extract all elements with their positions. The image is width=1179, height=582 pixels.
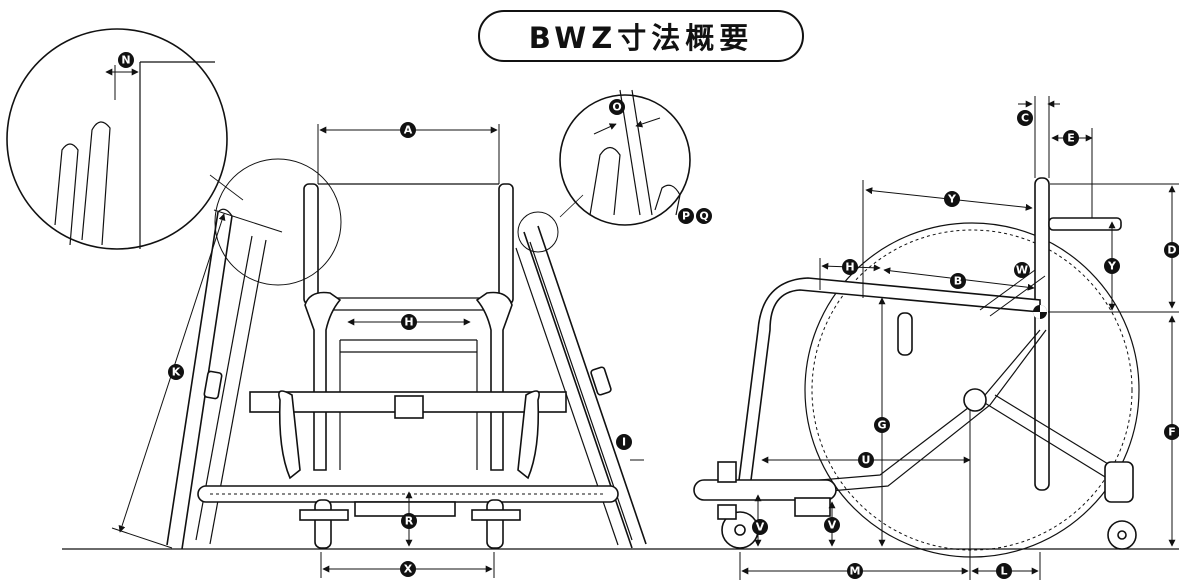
label-y-right: Y — [1104, 258, 1120, 274]
label-n: N — [118, 52, 134, 68]
svg-text:A: A — [404, 124, 413, 137]
svg-text:F: F — [1168, 426, 1176, 439]
front-seat-frame — [249, 291, 567, 480]
label-u: U — [858, 452, 874, 468]
label-d: D — [1164, 242, 1179, 258]
svg-text:L: L — [1000, 565, 1007, 578]
front-view — [166, 183, 647, 550]
svg-text:R: R — [405, 515, 414, 528]
svg-text:U: U — [862, 454, 871, 467]
svg-text:V: V — [756, 521, 765, 534]
svg-text:M: M — [850, 565, 861, 578]
label-r: R — [401, 513, 417, 529]
svg-text:P: P — [682, 210, 690, 223]
label-c: C — [1017, 110, 1033, 126]
label-e: E — [1063, 130, 1079, 146]
svg-text:N: N — [121, 54, 130, 67]
label-l: L — [996, 563, 1012, 579]
svg-text:C: C — [1021, 112, 1029, 125]
dimension-label-badges: A B C D E F G H H I K L M N O P Q R U V … — [118, 52, 1179, 579]
label-a: A — [400, 122, 416, 138]
label-o: O — [609, 99, 625, 115]
label-x: X — [400, 561, 416, 577]
svg-text:G: G — [877, 419, 886, 432]
label-p: P — [678, 208, 694, 224]
front-detail-circle-right — [517, 211, 559, 253]
svg-text:D: D — [1167, 244, 1176, 257]
label-m: M — [847, 563, 863, 579]
detail-circle-o — [559, 89, 691, 226]
svg-text:B: B — [954, 275, 962, 288]
side-main-wheel — [804, 222, 1140, 558]
title-badge: BWZ寸法概要 — [478, 10, 804, 62]
label-i: I — [616, 434, 632, 450]
label-f: F — [1164, 424, 1179, 440]
side-view — [693, 177, 1140, 558]
label-y-top: Y — [944, 191, 960, 207]
svg-text:H: H — [404, 316, 413, 329]
front-casters — [299, 499, 521, 549]
svg-text:K: K — [172, 366, 181, 379]
svg-text:O: O — [612, 101, 621, 114]
label-k: K — [168, 364, 184, 380]
label-v-right: V — [824, 517, 840, 533]
svg-text:Q: Q — [699, 210, 708, 223]
svg-text:Y: Y — [947, 193, 957, 206]
title-text: BWZ寸法概要 — [528, 21, 754, 55]
detail-circle-n — [6, 28, 244, 250]
label-h-front: H — [401, 314, 417, 330]
svg-text:W: W — [1016, 264, 1028, 277]
label-q: Q — [696, 208, 712, 224]
front-backrest — [303, 183, 514, 311]
svg-text:Y: Y — [1107, 260, 1117, 273]
svg-text:E: E — [1067, 132, 1075, 145]
front-detail-circle-left — [214, 158, 342, 286]
label-v-left: V — [752, 519, 768, 535]
svg-text:H: H — [845, 261, 854, 274]
label-h-side: H — [842, 259, 858, 275]
side-frame — [737, 277, 1041, 489]
label-g: G — [874, 417, 890, 433]
side-backrest-post — [1034, 177, 1050, 491]
svg-text:I: I — [622, 436, 626, 449]
label-b: B — [950, 273, 966, 289]
svg-text:V: V — [828, 519, 837, 532]
svg-text:X: X — [404, 563, 413, 576]
label-w: W — [1014, 262, 1030, 278]
